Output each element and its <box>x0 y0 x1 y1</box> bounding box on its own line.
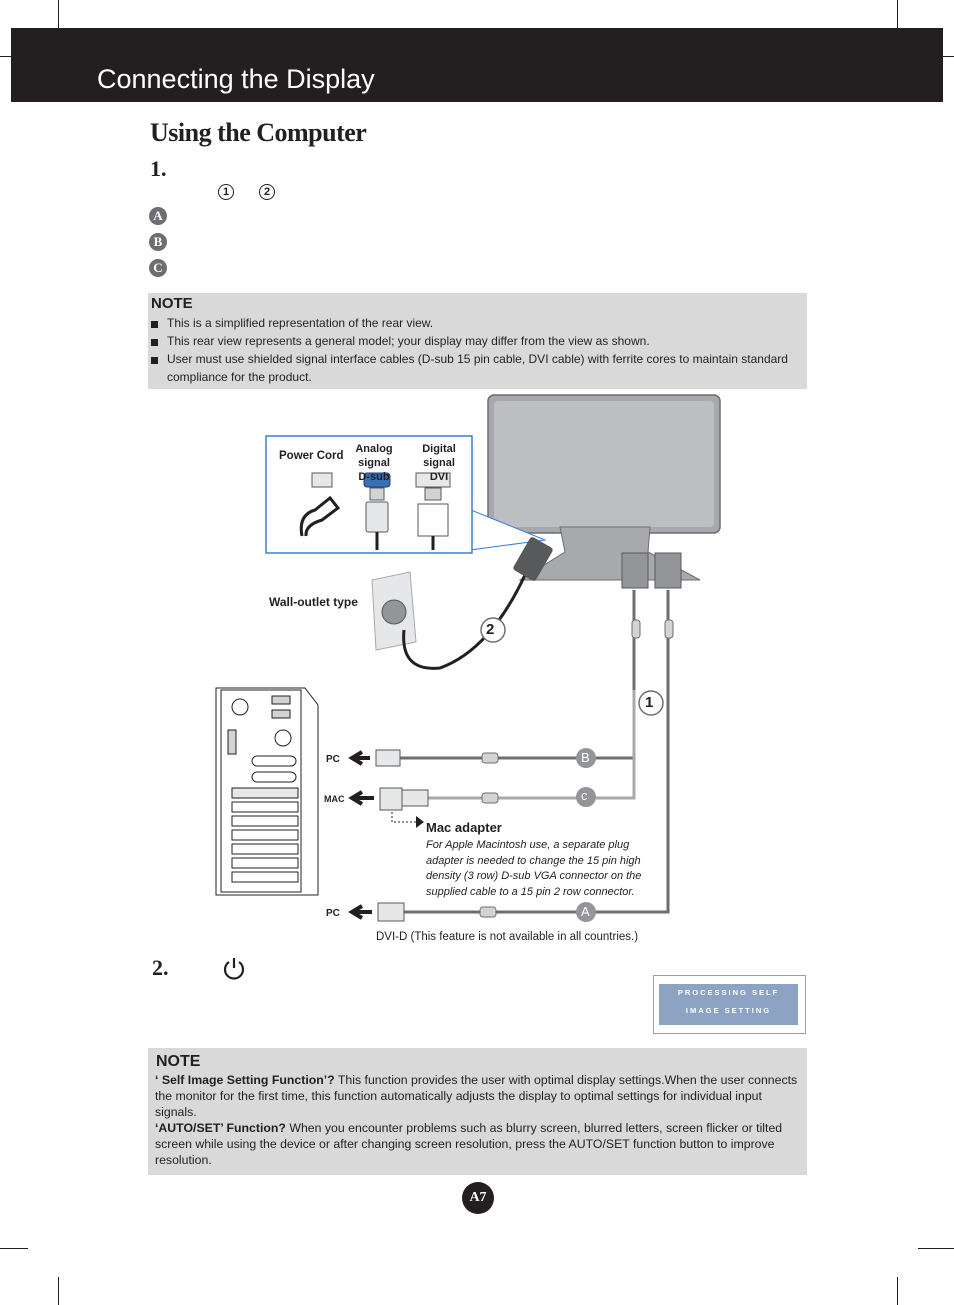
note-term: ‘AUTO/SET’ Function? <box>155 1121 286 1135</box>
crop-mark <box>0 1248 28 1249</box>
cable-badge-a <box>576 902 596 922</box>
note-item: User must use shielded signal interface … <box>148 350 798 368</box>
note-item: This is a simplified representation of t… <box>148 314 798 332</box>
note-item: This rear view represents a general mode… <box>148 332 798 350</box>
callout-number-1 <box>638 690 664 716</box>
number-1-text: 1 <box>645 694 654 711</box>
power-port-icon <box>299 472 341 537</box>
label-digital-line2: DVI <box>429 471 449 483</box>
osd-line: IMAGE SETTING <box>685 1006 772 1015</box>
circle-number-1: 1 <box>218 184 234 200</box>
note-term: ‘ Self Image Setting Function’? <box>155 1073 335 1087</box>
power-plug <box>513 537 553 581</box>
crop-mark <box>58 0 59 28</box>
section-title: Using the Computer <box>150 118 367 147</box>
note-definition: This function provides the user with opt… <box>155 1073 798 1119</box>
cable-badge-c <box>576 787 596 807</box>
arrow-left-icon <box>348 750 370 766</box>
callout-number-2 <box>480 617 506 643</box>
cable-b <box>600 590 636 760</box>
crop-mark <box>897 1277 898 1305</box>
dvi-note: DVI-D (This feature is not available in … <box>376 931 639 943</box>
number-2-text: 2 <box>486 621 495 638</box>
note-paragraph: ‘ Self Image Setting Function’? This fun… <box>155 1072 803 1120</box>
badge-b-text: B <box>581 750 590 765</box>
label-analog-signal: Analog signal D-sub <box>342 442 406 484</box>
monitor-rear <box>487 394 721 589</box>
osd-line: PROCESSING SELF <box>677 988 780 997</box>
mac-adapter-connector <box>379 787 403 811</box>
circle-number-2: 2 <box>259 184 275 200</box>
osd-message-box: PROCESSING SELF IMAGE SETTING <box>653 975 806 1034</box>
note-definition: When you encounter problems such as blur… <box>155 1121 783 1167</box>
step-1-number: 1. <box>150 156 167 181</box>
label-pc-dsub: PC <box>326 754 340 765</box>
wall-outlet-icon <box>371 571 417 651</box>
label-mac: MAC <box>324 794 345 804</box>
dsub-connector <box>375 749 401 767</box>
pc-tower-icon <box>215 687 319 896</box>
letter-badge-c: C <box>149 259 167 277</box>
crop-mark <box>58 1277 59 1305</box>
note-paragraph: ‘AUTO/SET’ Function? When you encounter … <box>155 1120 803 1168</box>
mac-adapter-line: supplied cable to a 15 pin 2 row connect… <box>426 885 635 898</box>
crop-mark <box>918 1248 954 1249</box>
page-number: A7 <box>462 1182 494 1214</box>
osd-message: PROCESSING SELF IMAGE SETTING <box>659 984 798 1025</box>
connection-diagram <box>215 394 721 922</box>
page-header-title: Connecting the Display <box>97 64 375 94</box>
step-2-number: 2. <box>152 955 169 980</box>
crop-mark <box>897 0 898 28</box>
mac-adapter-title: Mac adapter <box>426 820 502 835</box>
mac-adapter-description: For Apple Macintosh use, a separate plug… <box>426 838 656 900</box>
arrow-left-icon <box>348 790 374 806</box>
dsub-port-icon <box>363 472 391 550</box>
label-wall-outlet: Wall-outlet type <box>269 595 358 609</box>
label-pc-dvi: PC <box>326 908 340 919</box>
label-analog-line2: D-sub <box>358 471 390 483</box>
mac-adapter-line: adapter is needed to change the 15 pin h… <box>426 854 641 867</box>
power-cable <box>402 574 527 670</box>
letter-badge-a: A <box>149 207 167 225</box>
note-box-functions: NOTE ‘ Self Image Setting Function’? Thi… <box>148 1048 807 1175</box>
mac-adapter-pointer <box>391 812 416 823</box>
power-icon <box>223 958 245 980</box>
note-title: NOTE <box>151 295 193 312</box>
note-box-rear-view: NOTE This is a simplified representation… <box>148 293 807 389</box>
dvi-port-icon <box>415 472 451 550</box>
mac-adapter-line: For Apple Macintosh use, a separate plug <box>426 839 630 851</box>
badge-c-text: c <box>581 788 588 803</box>
cable-badge-b <box>576 748 596 768</box>
mac-adapter-line: density (3 row) D-sub VGA connector on t… <box>426 870 642 882</box>
arrow-left-icon <box>348 904 372 920</box>
letter-badge-b: B <box>149 233 167 251</box>
note-title: NOTE <box>156 1053 201 1070</box>
label-digital-line1: Digital signal <box>422 443 456 469</box>
dvi-connector <box>377 902 405 922</box>
header-bar <box>11 28 943 102</box>
badge-a-text: A <box>581 904 590 919</box>
note-item-continued: compliance for the product. <box>167 370 312 384</box>
cable-c <box>400 690 636 800</box>
label-power-cord: Power Cord <box>279 450 344 462</box>
label-digital-signal: Digital signal DVI <box>408 442 470 484</box>
label-analog-line1: Analog signal <box>355 443 393 469</box>
